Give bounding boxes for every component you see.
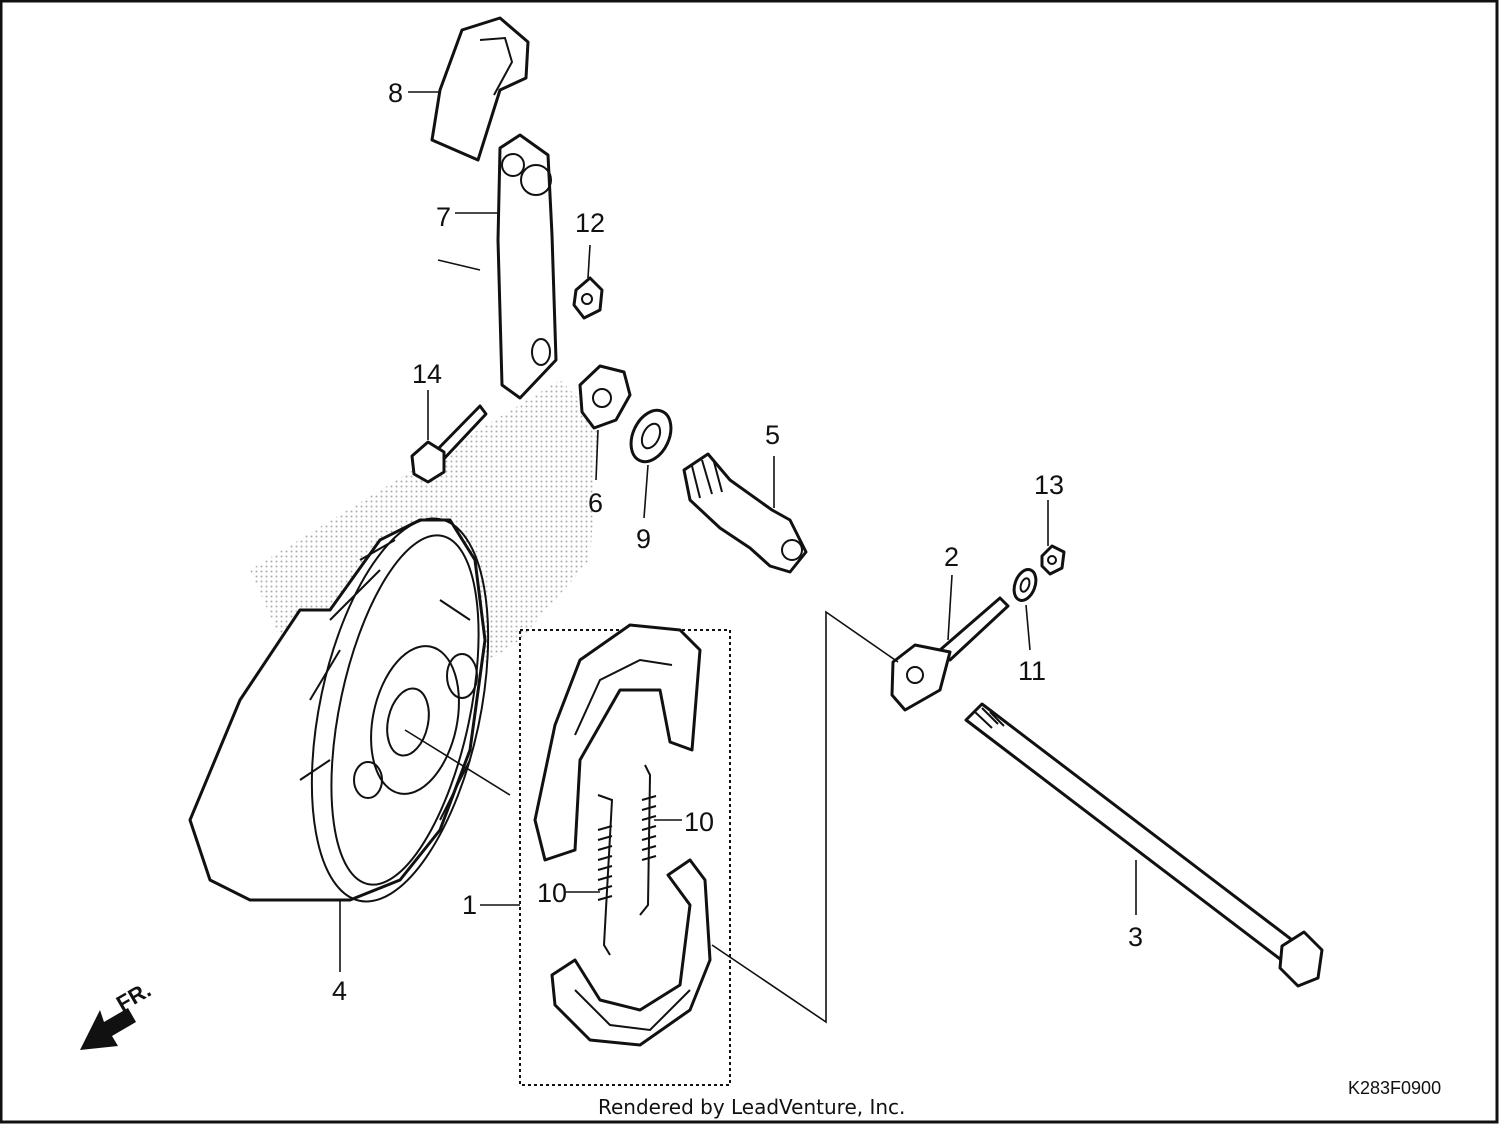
- callout-1: 1: [462, 890, 477, 920]
- callout-10-right: 10: [684, 807, 714, 837]
- part-13-nut: [1040, 544, 1066, 576]
- callout-12: 12: [575, 208, 605, 238]
- front-direction-arrow-icon: FR.: [80, 977, 155, 1050]
- part-3-axle: [964, 702, 1324, 988]
- callout-4: 4: [332, 976, 347, 1006]
- part-14-bolt: [410, 404, 488, 484]
- leader-lines: [339, 91, 1137, 1024]
- footer-credit: Rendered by LeadVenture, Inc.: [598, 1095, 905, 1119]
- callout-11: 11: [1018, 656, 1046, 686]
- callout-14: 14: [412, 359, 442, 389]
- callout-9: 9: [636, 524, 651, 554]
- callout-10-left: 10: [537, 878, 567, 908]
- part-5-brake-cam: [682, 452, 808, 574]
- part-7-brake-arm: [496, 133, 558, 400]
- callout-5: 5: [765, 420, 780, 450]
- part-10-spring-left: [597, 794, 614, 956]
- part-2-stud: [890, 596, 1010, 712]
- part-9-felt-seal: [629, 408, 673, 464]
- part-11-washer: [1012, 568, 1038, 602]
- front-direction-label: FR.: [112, 977, 155, 1016]
- part-12-nut: [572, 276, 604, 320]
- diagram-code: K283F0900: [1348, 1078, 1441, 1098]
- part-1-brake-shoe-lower: [550, 858, 712, 1047]
- part-1-brake-shoe-upper: [533, 623, 702, 862]
- callout-6: 6: [588, 488, 603, 518]
- callout-7: 7: [436, 202, 451, 232]
- callout-8: 8: [388, 78, 403, 108]
- callout-2: 2: [944, 542, 959, 572]
- part-8-dust-cover: [430, 16, 530, 162]
- callout-3: 3: [1128, 922, 1143, 952]
- part-10-spring-right: [639, 764, 657, 916]
- part-6-wear-indicator: [578, 364, 632, 430]
- callout-13: 13: [1034, 470, 1064, 500]
- part-4-brake-panel: [188, 517, 490, 903]
